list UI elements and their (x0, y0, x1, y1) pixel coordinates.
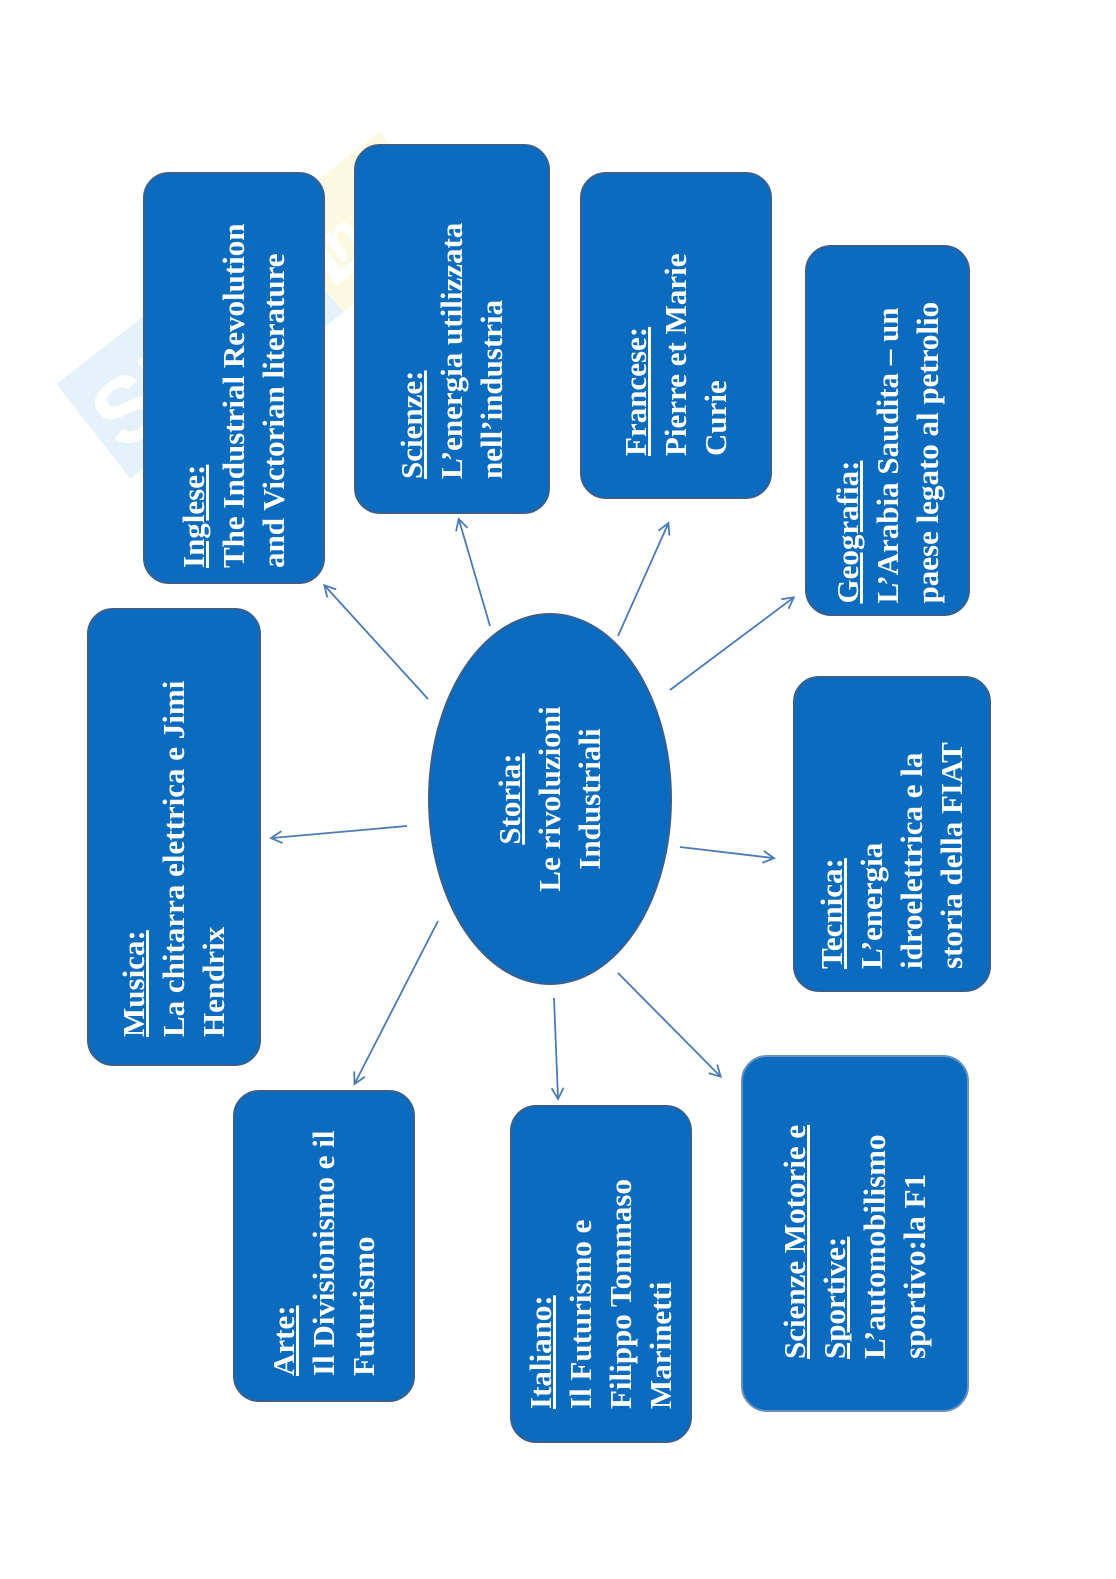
node-italiano: Italiano: Il Futurismo e Filippo Tommaso… (510, 1105, 692, 1443)
arrow-tecnica (679, 846, 776, 864)
node-scienze: Scienze: L’energia utilizzata nell’indus… (354, 144, 550, 514)
node-tecnica: Tecnica: L’energia idroelettrica e la st… (793, 676, 991, 992)
node-tecnica-text: L’energia idroelettrica e la storia dell… (854, 742, 969, 969)
arrow-italiano (550, 997, 565, 1101)
node-francese-subject: Francese: (618, 326, 653, 456)
node-geografia-text: L’Arabia Saudita – un paese legato al pe… (869, 301, 945, 603)
arrow-arte (353, 920, 439, 1086)
node-italiano-text: Il Futurismo e Filippo Tommaso Marinetti (563, 1179, 678, 1409)
arrow-scienze (455, 517, 491, 627)
center-subject: Storia: (492, 753, 527, 845)
node-arte-subject: Arte: (266, 1305, 301, 1376)
arrow-musica (269, 825, 408, 844)
node-arte: Arte: Il Divisionismo e il Futurismo (233, 1090, 415, 1402)
node-scienze-motorie: Scienze Motorie e Sportive: L’automobili… (741, 1055, 969, 1412)
node-arte-text: Il Divisionismo e il Futurismo (306, 1130, 381, 1376)
node-geografia: Geografia: L’Arabia Saudita – un paese l… (805, 245, 970, 616)
node-musica-subject: Musica: (116, 930, 151, 1037)
node-inglese: Inglese: The Industrial Revolution and V… (143, 172, 325, 584)
node-italiano-subject: Italiano: (523, 1295, 558, 1409)
node-scienze-text: L’energia utilizzata nell’industria (434, 222, 509, 479)
node-musica-text: La chitarra elettrica e Jimi Hendrix (156, 680, 231, 1037)
node-inglese-subject: Inglese: (176, 464, 211, 568)
arrow-motorie (617, 972, 723, 1079)
center-node-storia: Storia: Le rivoluzioni Industriali (428, 613, 672, 985)
node-motorie-subject: Scienze Motorie e Sportive: (777, 1124, 852, 1359)
node-inglese-text: The Industrial Revolution and Victorian … (216, 223, 291, 568)
node-geografia-subject: Geografia: (829, 460, 865, 603)
node-francese: Francese: Pierre et Marie Curie (580, 172, 772, 499)
arrow-francese (617, 521, 671, 637)
arrow-geografia (669, 596, 796, 691)
node-musica: Musica: La chitarra elettrica e Jimi Hen… (87, 608, 261, 1066)
node-tecnica-subject: Tecnica: (814, 858, 849, 969)
node-motorie-text: L’automobilismo sportivo:la F1 (857, 1133, 932, 1359)
arrow-inglese (323, 583, 429, 700)
center-text: Le rivoluzioni Industriali (532, 706, 607, 892)
node-scienze-subject: Scienze: (394, 370, 429, 479)
node-francese-text: Pierre et Marie Curie (658, 253, 733, 456)
